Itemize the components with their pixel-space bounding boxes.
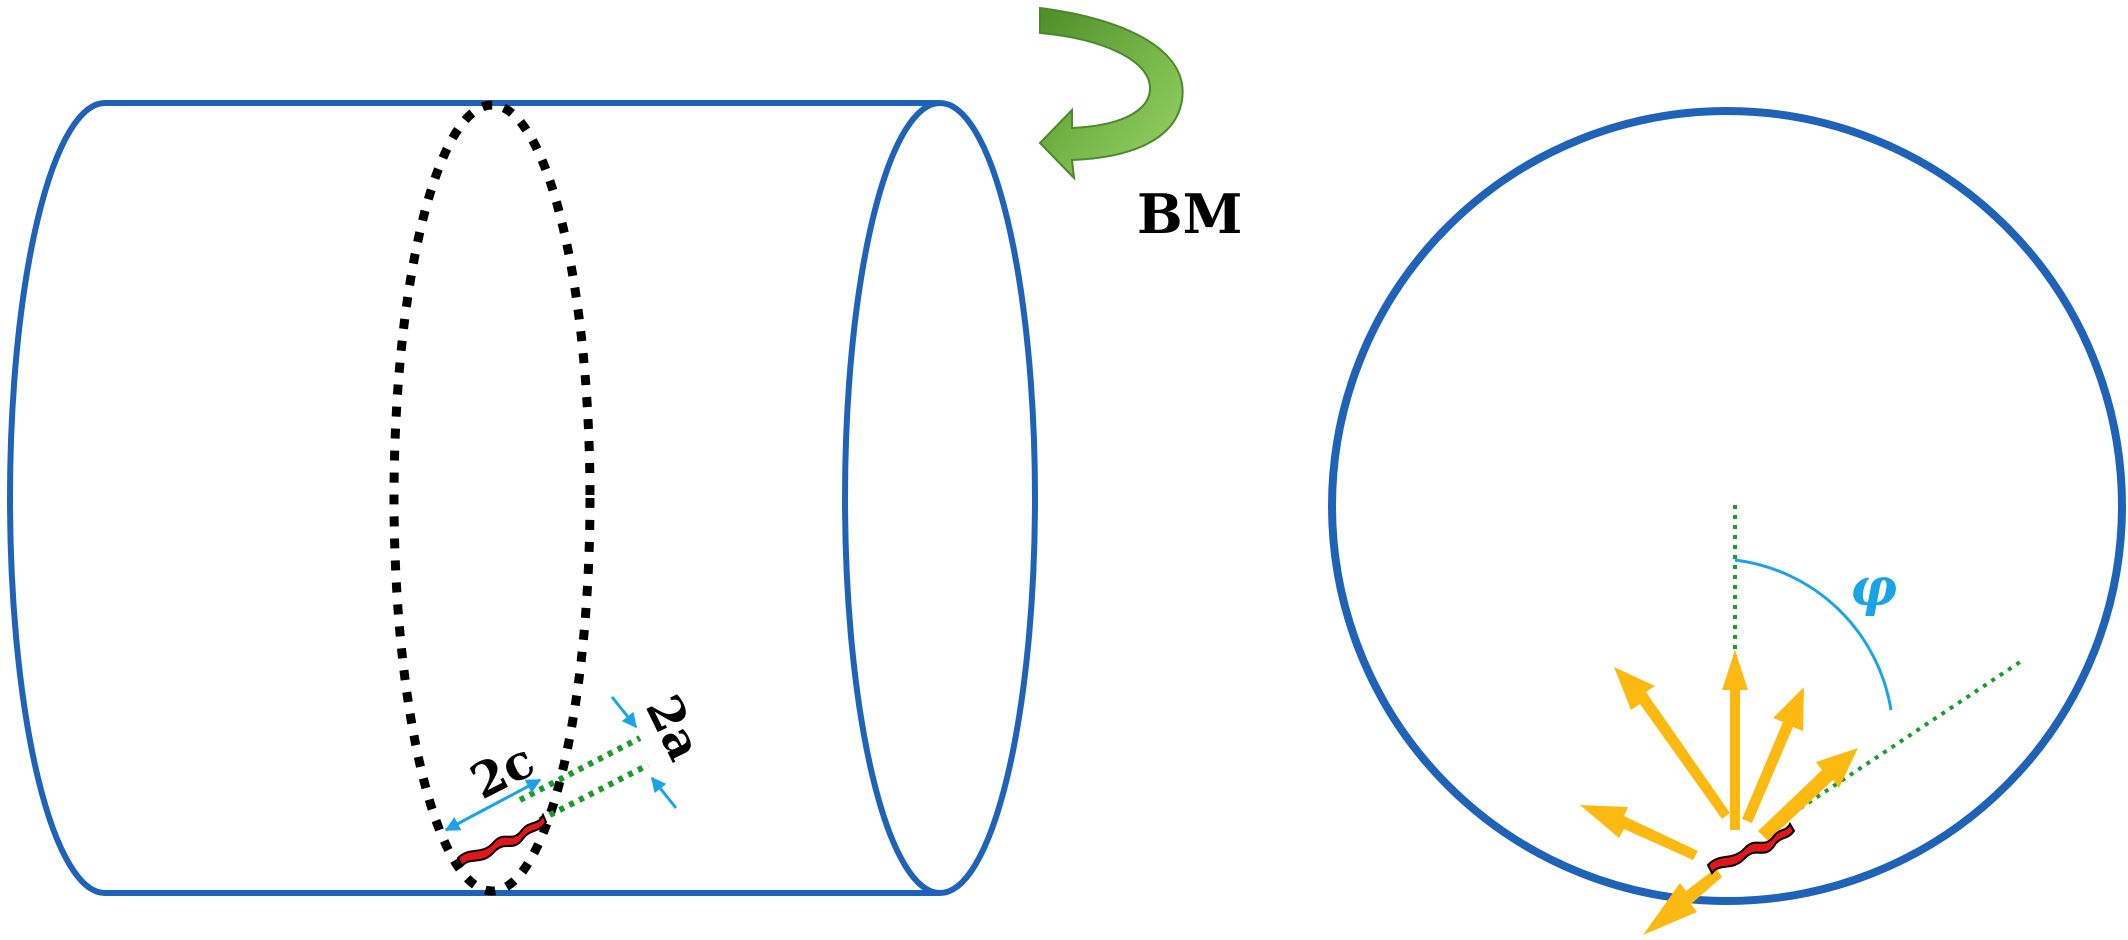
arrow-icon [1580,805,1698,860]
pipe-end-face [842,100,1038,896]
stress-arrows [1580,650,1858,935]
dimension-tick-upper [610,696,638,729]
section-crack [1706,821,1796,875]
arrow-icon [1614,667,1730,819]
crack-depth-dimension: 2a [610,687,713,809]
arrow-icon [1722,650,1748,830]
bending-moment-indicator: BM [1038,6,1242,246]
bending-moment-label: BM [1137,182,1242,246]
surface-crack [456,812,548,868]
arrow-icon [1742,687,1804,823]
pipe-outline [7,100,940,896]
crack-length-dimension: 2c [444,732,543,832]
dimension-tick-lower [650,776,678,809]
cross-section-ellipse [389,100,595,896]
arrow-icon [1643,868,1722,935]
pipe-cylinder [7,100,1038,896]
curved-arrow-icon [1038,6,1184,181]
angle-arc [1734,558,1893,711]
crack-length-label: 2c [462,732,543,810]
arrow-icon [1758,748,1858,841]
pipe-cross-section [1328,107,2126,905]
angle-label: φ [1850,557,1897,618]
crack-depth-label: 2a [634,687,713,770]
double-arrow-icon [444,778,542,832]
